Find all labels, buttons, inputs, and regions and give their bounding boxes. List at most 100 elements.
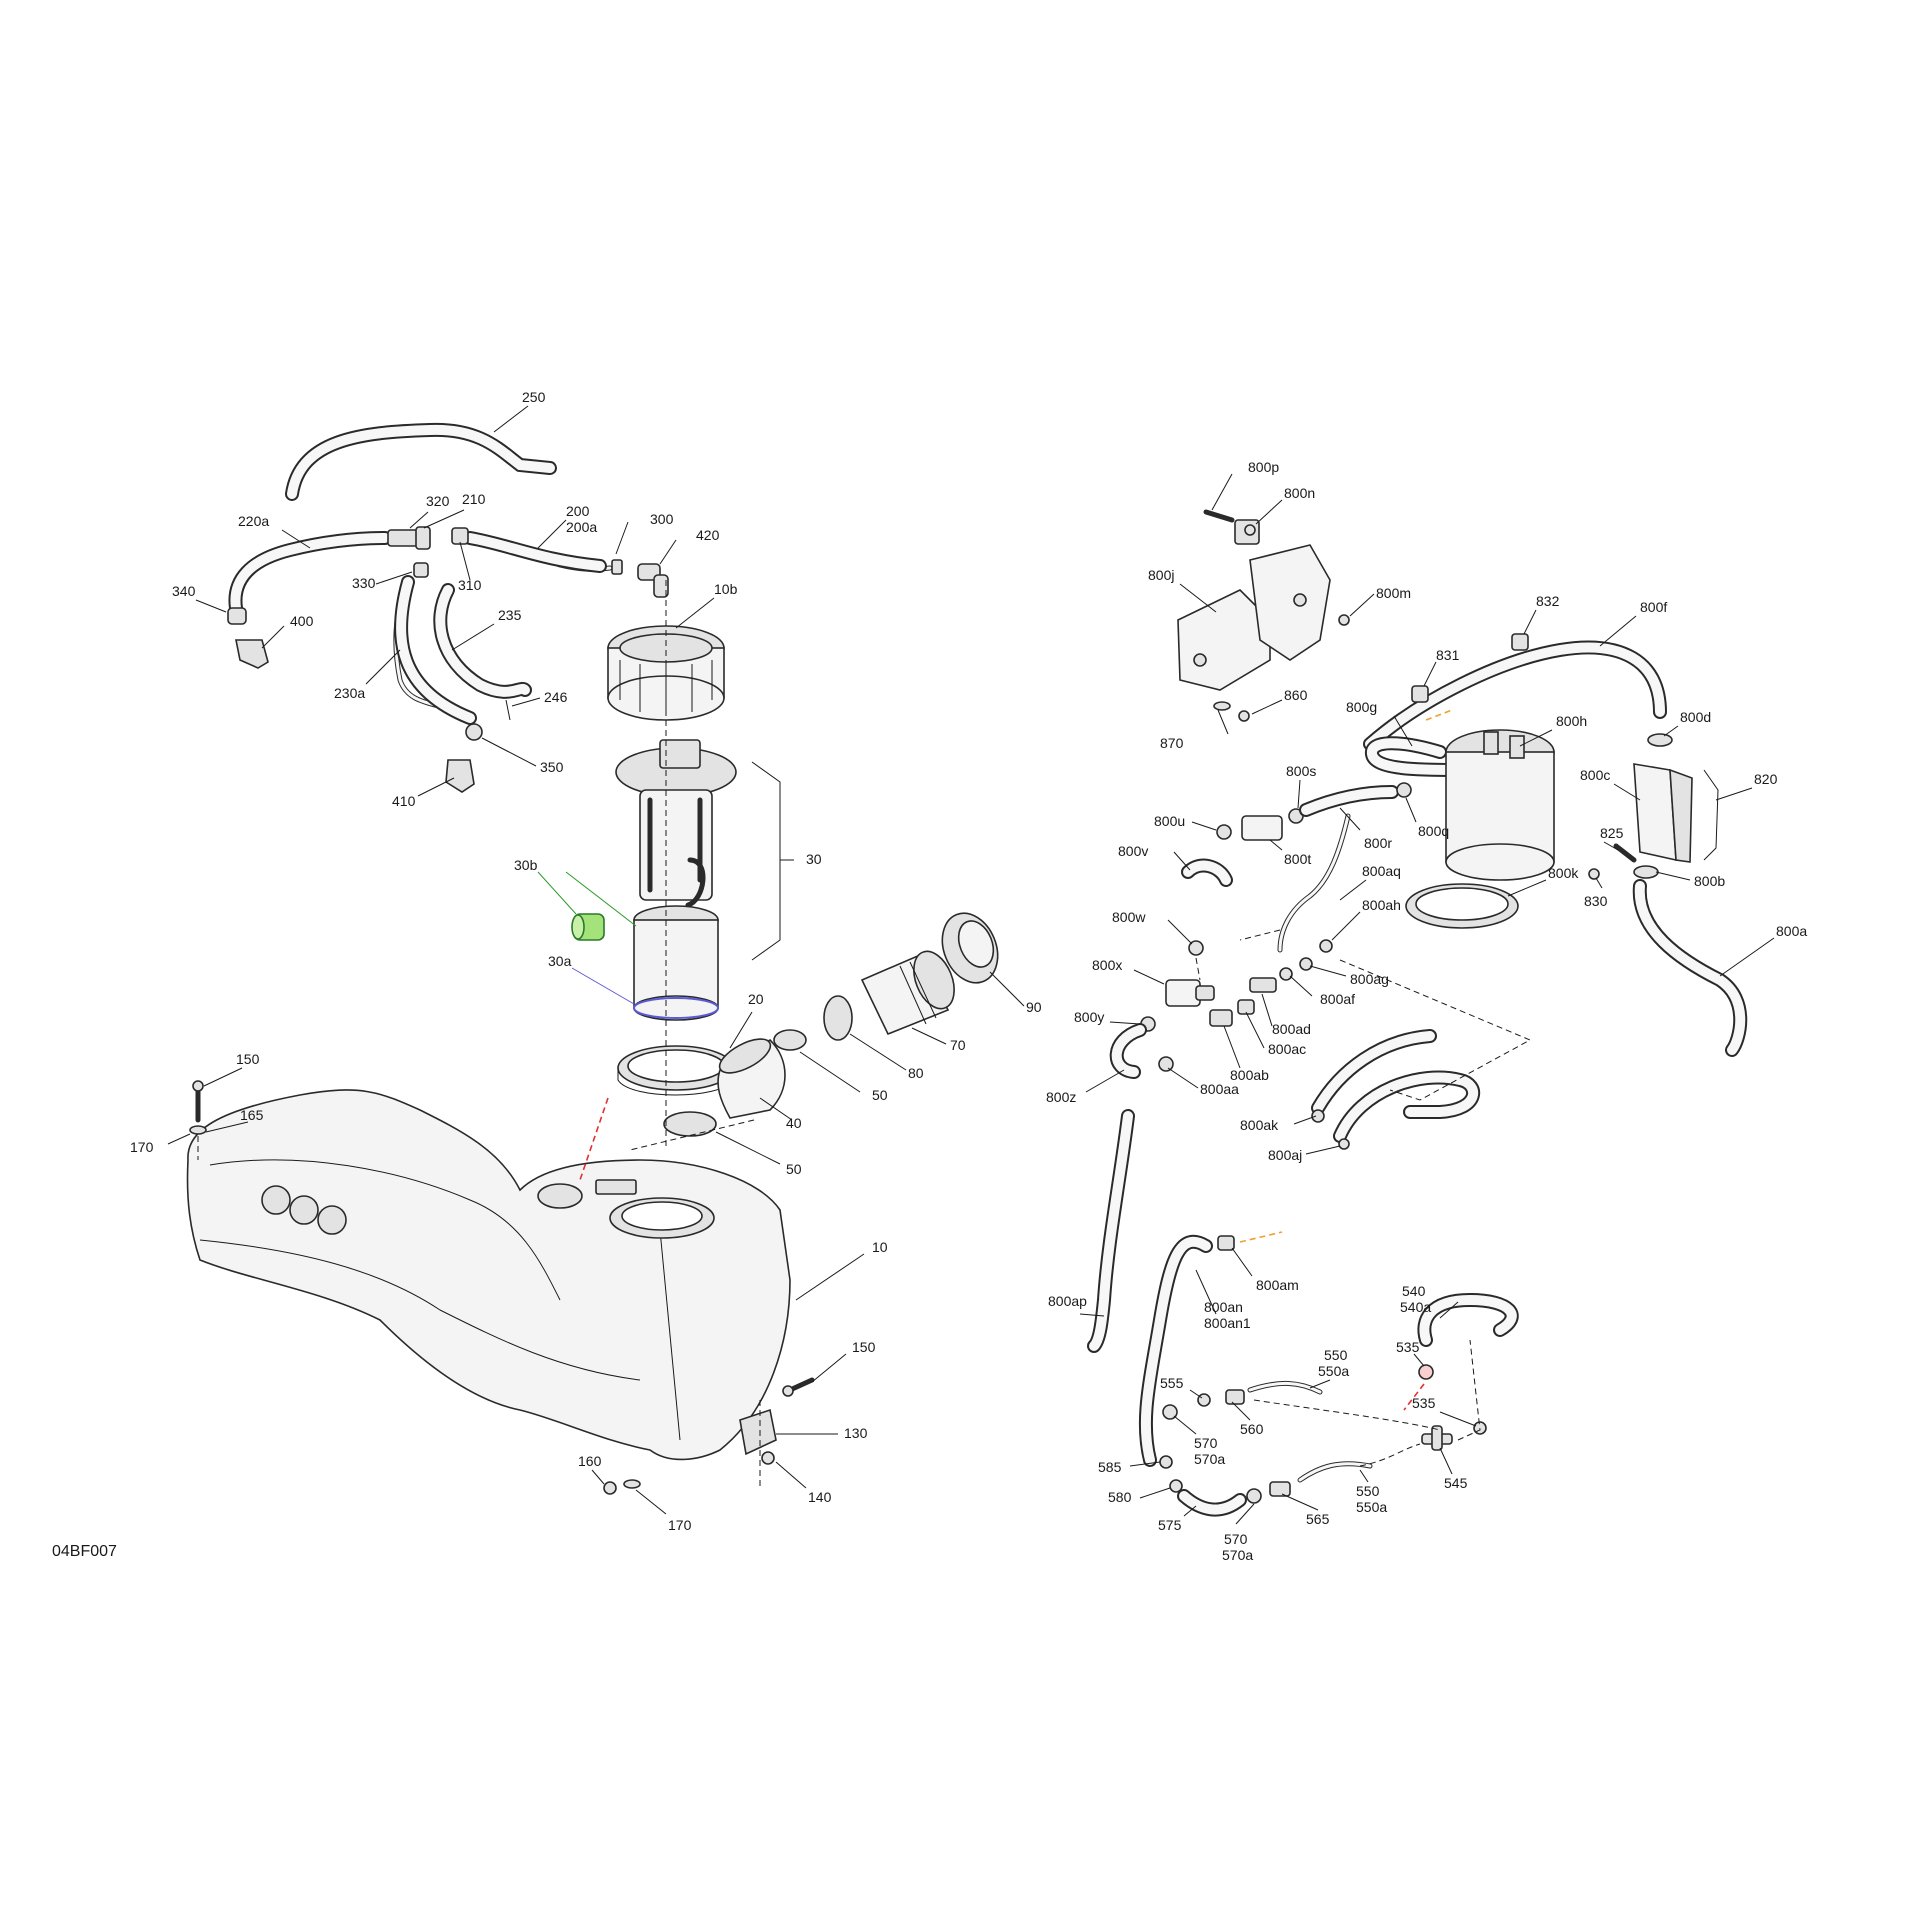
hose-800ap[interactable] [1087,1109,1135,1353]
washer-870[interactable] [1213,701,1231,711]
clamp-50-a[interactable] [773,1029,807,1051]
fitting-310[interactable] [451,527,469,545]
elbow-800v[interactable] [1181,858,1233,887]
cap-90[interactable] [932,905,1007,991]
clamp-535-a[interactable] [1418,1364,1434,1380]
filter-30b[interactable] [571,913,605,941]
label-80: 80 [908,1065,924,1081]
clamp-800w[interactable] [1188,940,1204,956]
clamp-535-b[interactable] [1473,1421,1487,1435]
filler-pipe-70[interactable] [860,945,962,1036]
fitting-560[interactable] [1225,1389,1245,1405]
fitting-330[interactable] [413,562,429,578]
clamp-800ak[interactable] [1311,1109,1325,1123]
label-550-a: 550 [1324,1347,1348,1363]
hose-800f[interactable] [1363,640,1667,751]
hose-575[interactable] [1177,1489,1247,1517]
hose-200[interactable] [455,531,613,573]
clamp-800ah[interactable] [1319,939,1333,953]
valve-800t[interactable] [1241,815,1283,841]
screw-825[interactable] [1613,843,1637,863]
fitting-800ad[interactable] [1249,977,1277,993]
hose-550-b[interactable] [1297,1461,1373,1483]
clamp-570-b[interactable] [1246,1488,1262,1504]
clamp-800aj[interactable] [1338,1138,1350,1150]
label-150-a: 150 [236,1051,260,1067]
clamp-800ag[interactable] [1299,957,1313,971]
clamp-555[interactable] [1197,1393,1211,1407]
bolt-150-b[interactable] [782,1377,815,1397]
clamp-800af[interactable] [1279,967,1293,981]
hose-800aq[interactable] [1277,813,1351,953]
clamp-50-b[interactable] [663,1111,717,1137]
label-800b: 800b [1694,873,1725,889]
hose-800a[interactable] [1632,879,1748,1057]
label-246: 246 [544,689,568,705]
hose-250[interactable] [285,422,557,501]
lock-ring-10b[interactable] [607,625,725,721]
clamp-300[interactable] [611,559,623,575]
elbow-410[interactable] [445,759,475,793]
hose-800r[interactable] [1299,785,1399,817]
fitting-210[interactable] [387,526,431,550]
hose-800z[interactable] [1109,1023,1147,1079]
nut-800n[interactable] [1244,524,1256,536]
bracket-820[interactable] [1703,769,1719,861]
bracket-800c[interactable] [1633,763,1693,863]
nut-860[interactable] [1238,710,1250,722]
hose-220a[interactable] [228,531,392,615]
hose-540[interactable] [1417,1292,1519,1347]
seal-20[interactable] [617,1045,735,1096]
label-90: 90 [1026,999,1042,1015]
clip-832[interactable] [1511,633,1529,651]
clamp-80[interactable] [823,995,853,1041]
fuel-tank-10[interactable] [186,1089,791,1461]
fitting-800ab[interactable] [1209,1009,1233,1027]
tee-545[interactable] [1421,1425,1453,1451]
elbow-400[interactable] [235,639,269,669]
fitting-800am[interactable] [1217,1235,1235,1251]
clamp-800b[interactable] [1633,865,1659,879]
strap-800k[interactable] [1405,883,1519,929]
hose-800an[interactable] [1138,1234,1213,1467]
clamp-570-a[interactable] [1162,1404,1178,1420]
clamp-800d[interactable] [1647,733,1673,747]
bracket-800j[interactable] [1177,544,1331,691]
filler-neck-40[interactable] [715,1032,786,1119]
fitting-565[interactable] [1269,1481,1291,1497]
nut-160[interactable] [603,1481,617,1495]
screw-246[interactable] [505,699,511,721]
hose-230a[interactable] [393,575,477,725]
clamp-800q[interactable] [1396,782,1412,798]
nut-140[interactable] [761,1451,775,1465]
hose-800ak[interactable] [1311,1029,1481,1143]
label-320: 320 [426,493,450,509]
canister-800h[interactable] [1445,729,1555,881]
clamp-800u[interactable] [1216,824,1232,840]
hose-235[interactable] [433,583,532,699]
leader-lines [167,405,1775,1525]
hose-800g[interactable] [1365,736,1467,777]
o-ring-30a[interactable] [633,997,719,1019]
bracket-30 [751,761,781,961]
clamp-800aa[interactable] [1158,1056,1174,1072]
nut-830[interactable] [1588,868,1600,880]
fuel-pump-30[interactable] [615,739,737,1021]
elbow-340[interactable] [227,607,247,625]
bolt-150-a[interactable] [192,1080,204,1123]
hose-550-a[interactable] [1247,1380,1323,1395]
clamp-580[interactable] [1169,1479,1183,1493]
washer-170-b[interactable] [623,1479,641,1489]
washer-170-a[interactable] [189,1125,207,1135]
label-550a-a: 550a [1318,1363,1349,1379]
label-10b: 10b [714,581,738,597]
bolt-800p[interactable] [1203,509,1235,523]
fitting-800ac[interactable] [1237,999,1255,1015]
clamp-585[interactable] [1159,1455,1173,1469]
label-800c: 800c [1580,767,1610,783]
clamp-350[interactable] [465,723,483,741]
clip-831[interactable] [1411,685,1429,703]
nut-800m[interactable] [1338,614,1350,626]
connector-420[interactable] [637,563,669,598]
valve-800x[interactable] [1165,979,1215,1007]
